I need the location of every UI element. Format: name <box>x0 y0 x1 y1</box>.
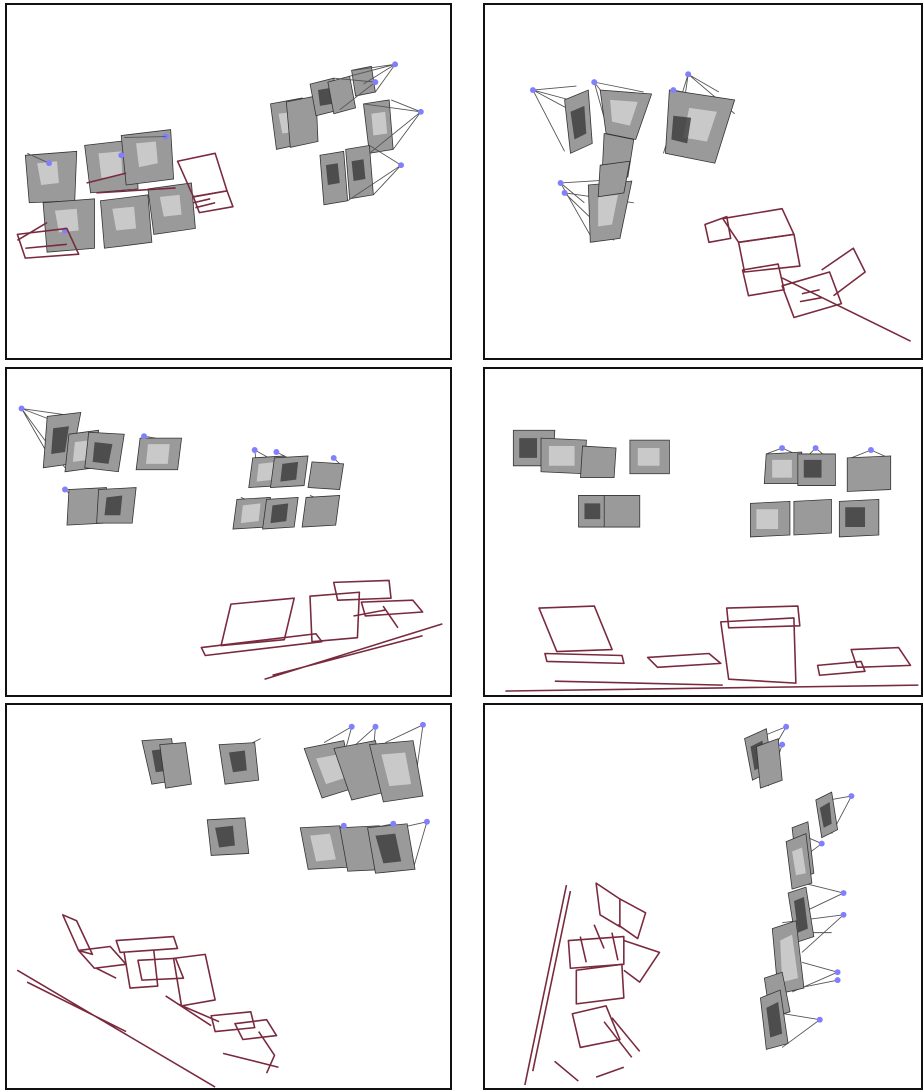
camera-center-marker <box>841 890 847 896</box>
camera-thumbnail <box>136 438 181 470</box>
camera-center-marker <box>341 823 347 829</box>
camera-center-marker <box>819 841 825 847</box>
camera-thumbnail <box>207 818 249 856</box>
camera-center-marker <box>835 969 841 975</box>
reconstruction-view-4-canvas <box>485 369 921 695</box>
camera-center-marker <box>390 821 396 827</box>
camera-center-marker <box>19 406 25 412</box>
camera-center-marker <box>398 162 404 168</box>
camera-center-marker <box>835 977 841 983</box>
camera-center-marker <box>420 722 426 728</box>
reconstruction-view-2-canvas <box>485 5 921 358</box>
camera-thumbnail <box>565 90 593 153</box>
scene-wireframe <box>201 580 442 679</box>
camera-thumbnail <box>756 739 782 788</box>
camera-thumbnail <box>798 454 836 486</box>
camera-thumbnail <box>604 495 640 527</box>
camera-cluster-left <box>25 130 195 253</box>
camera-cluster-right <box>750 445 890 537</box>
camera-thumbnail <box>320 151 348 204</box>
reconstruction-view-4 <box>483 367 923 697</box>
camera-thumbnail <box>750 501 790 537</box>
reconstruction-view-5 <box>5 703 452 1090</box>
reconstruction-view-6 <box>483 703 923 1090</box>
camera-thumbnail <box>43 199 94 252</box>
camera-center-marker <box>848 793 854 799</box>
scene-wireframe <box>705 209 911 341</box>
camera-thumbnail <box>100 195 151 248</box>
camera-center-marker <box>868 447 874 453</box>
camera-center-marker <box>331 455 337 461</box>
camera-thumbnail <box>541 438 586 474</box>
camera-center-marker <box>252 447 258 453</box>
camera-thumbnail <box>368 824 416 873</box>
camera-thumbnail <box>308 462 344 490</box>
camera-center-marker <box>46 160 52 166</box>
camera-cluster <box>745 724 855 1050</box>
camera-cluster <box>530 71 735 242</box>
reconstruction-view-1 <box>5 3 452 360</box>
camera-thumbnail <box>121 130 173 185</box>
camera-thumbnail <box>794 499 832 535</box>
camera-thumbnail <box>665 90 734 163</box>
camera-thumbnail <box>581 446 617 478</box>
camera-thumbnail <box>263 497 299 529</box>
reconstruction-view-6-canvas <box>485 705 921 1088</box>
camera-center-marker <box>779 445 785 451</box>
camera-center-marker <box>424 819 430 825</box>
camera-center-marker <box>392 61 398 67</box>
camera-thumbnail <box>286 96 318 147</box>
camera-thumbnail <box>25 151 76 202</box>
reconstruction-view-3-canvas <box>7 369 450 695</box>
camera-center-marker <box>273 449 279 455</box>
scene-wireframe <box>525 883 660 1085</box>
camera-thumbnail <box>160 743 192 789</box>
camera-center-marker <box>530 87 536 93</box>
camera-center-marker <box>841 912 847 918</box>
camera-thumbnail <box>219 743 259 785</box>
camera-center-marker <box>685 71 691 77</box>
camera-center-marker <box>372 724 378 730</box>
camera-center-marker <box>813 445 819 451</box>
camera-center-marker <box>817 1017 823 1023</box>
camera-center-marker <box>141 433 147 439</box>
camera-cluster-right <box>233 447 344 529</box>
reconstruction-view-5-canvas <box>7 705 450 1088</box>
camera-thumbnail <box>839 499 879 537</box>
camera-center-marker <box>118 152 124 158</box>
camera-center-marker <box>62 487 68 493</box>
scene-wireframe <box>505 606 918 691</box>
camera-center-marker <box>779 742 785 748</box>
camera-cluster-left <box>513 430 669 527</box>
camera-center-marker <box>349 724 355 730</box>
camera-thumbnail <box>764 452 802 484</box>
camera-thumbnail <box>346 145 374 198</box>
camera-center-marker <box>562 190 568 196</box>
reconstruction-view-2 <box>483 3 923 360</box>
camera-thumbnail <box>630 440 670 474</box>
camera-center-marker <box>670 87 676 93</box>
camera-thumbnail <box>600 90 651 139</box>
reconstruction-view-3 <box>5 367 452 697</box>
camera-thumbnail <box>85 432 125 472</box>
camera-center-marker <box>558 180 564 186</box>
camera-cluster-left <box>19 406 182 526</box>
camera-center-marker <box>783 724 789 730</box>
camera-center-marker <box>591 79 597 85</box>
camera-thumbnail <box>97 488 137 524</box>
camera-center-marker <box>418 109 424 115</box>
camera-thumbnail <box>148 183 195 234</box>
camera-thumbnail <box>270 456 308 488</box>
camera-thumbnail <box>847 456 890 492</box>
camera-cluster-right <box>271 61 424 204</box>
camera-cluster <box>142 722 430 873</box>
camera-center-marker <box>372 79 378 85</box>
camera-thumbnail <box>302 495 340 527</box>
reconstruction-view-1-canvas <box>7 5 450 358</box>
scene-wireframe <box>17 915 278 1087</box>
